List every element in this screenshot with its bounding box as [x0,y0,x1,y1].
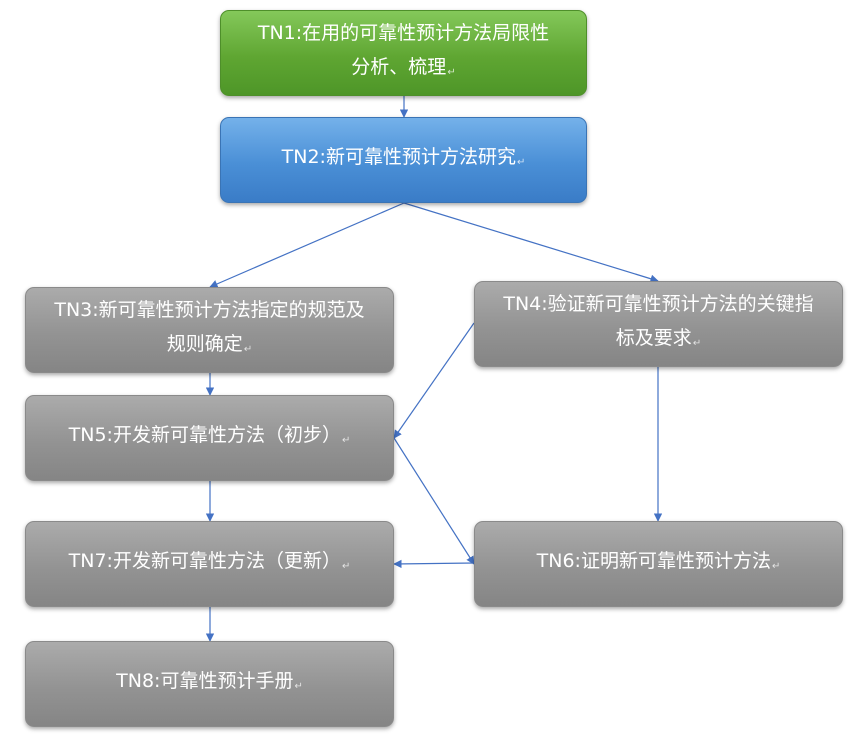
paragraph-mark-icon: ↵ [692,338,702,349]
node-tn8-label: TN8:可靠性预计手册 [116,670,294,692]
paragraph-mark-icon: ↵ [341,435,351,446]
node-tn5-label: TN5:开发新可靠性方法（初步） [68,424,341,446]
arrow-tn2-to-tn4 [403,202,659,283]
node-tn7-label: TN7:开发新可靠性方法（更新） [68,550,341,572]
paragraph-mark-icon: ↵ [243,344,253,355]
node-tn6-label: TN6:证明新可靠性预计方法 [536,550,771,572]
arrow-tn6-to-tn7 [393,559,475,569]
node-tn3-label: TN3:新可靠性预计方法指定的规范及规则确定 [54,299,365,355]
node-tn5: TN5:开发新可靠性方法（初步）↵ [25,395,394,481]
node-tn4-label: TN4:验证新可靠性预计方法的关键指标及要求 [503,293,814,349]
paragraph-mark-icon: ↵ [771,561,781,572]
node-tn1-label: TN1:在用的可靠性预计方法局限性分析、梳理 [257,22,550,78]
node-tn8: TN8:可靠性预计手册↵ [25,641,394,727]
node-tn1: TN1:在用的可靠性预计方法局限性分析、梳理↵ [220,10,587,96]
paragraph-mark-icon: ↵ [341,561,351,572]
node-tn3: TN3:新可靠性预计方法指定的规范及规则确定↵ [25,287,394,373]
node-tn4: TN4:验证新可靠性预计方法的关键指标及要求↵ [474,281,843,367]
arrow-tn4-to-tn5 [393,322,475,439]
arrow-tn2-to-tn3 [209,202,405,288]
node-tn2-label: TN2:新可靠性预计方法研究 [281,146,516,168]
paragraph-mark-icon: ↵ [294,681,303,692]
node-tn2: TN2:新可靠性预计方法研究↵ [220,117,587,203]
paragraph-mark-icon: ↵ [447,67,456,78]
node-tn7: TN7:开发新可靠性方法（更新）↵ [25,521,394,607]
node-tn6: TN6:证明新可靠性预计方法↵ [474,521,843,607]
arrow-tn5-to-tn6 [393,437,475,565]
paragraph-mark-icon: ↵ [516,157,526,168]
